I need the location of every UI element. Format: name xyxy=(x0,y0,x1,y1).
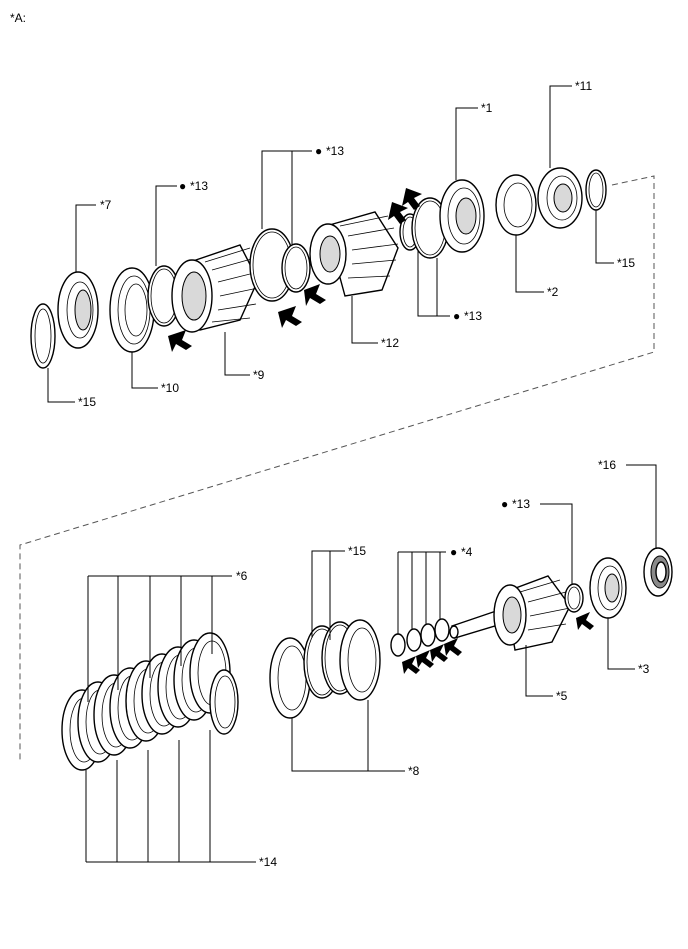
apply-arrow-icon xyxy=(444,638,462,656)
callout-5: *5 xyxy=(556,689,568,703)
callout-13-a: *13 xyxy=(190,179,208,193)
callout-14: *14 xyxy=(259,855,277,869)
callout-9: *9 xyxy=(253,368,265,382)
apply-arrow-icon xyxy=(402,188,422,210)
o-ring-13-f xyxy=(564,583,584,613)
callout-12: *12 xyxy=(381,336,399,350)
bearing-race-7 xyxy=(57,271,99,349)
callout-10: *10 xyxy=(161,381,179,395)
bearing-16 xyxy=(643,547,673,597)
callout-13-d: *13 xyxy=(512,497,530,511)
callout-6: *6 xyxy=(236,569,248,583)
bullet-13-d: ● xyxy=(501,497,508,511)
snap-ring-left xyxy=(30,303,56,369)
clutch-hub-12 xyxy=(309,211,399,297)
apply-arrow-icon xyxy=(388,202,408,224)
callout-4: *4 xyxy=(461,545,473,559)
callout-15-bottom: *15 xyxy=(348,544,366,558)
o-ring-13-c xyxy=(281,243,311,293)
leader-lines-top xyxy=(47,85,614,403)
apply-arrow-icon xyxy=(278,306,302,328)
callout-7: *7 xyxy=(100,198,112,212)
callout-11: *11 xyxy=(575,79,592,93)
clutch-disc-stack xyxy=(61,632,239,771)
flange-plate-8-left xyxy=(269,637,311,719)
bullet-4: ● xyxy=(450,545,457,559)
clutch-drum-9 xyxy=(171,244,259,333)
callout-15-right: *15 xyxy=(617,256,635,270)
bullet-13-c: ● xyxy=(453,309,460,323)
callout-2: *2 xyxy=(547,285,559,299)
clutch-hub-10 xyxy=(109,267,155,353)
bullet-13-a: ● xyxy=(179,179,186,193)
apply-arrow-icon xyxy=(402,656,420,674)
apply-arrow-icon xyxy=(304,284,326,306)
callout-13-b: *13 xyxy=(326,144,344,158)
apply-arrow-icon xyxy=(576,612,594,630)
row-connector-dashed xyxy=(19,175,655,760)
thrust-race-3 xyxy=(589,557,627,619)
view-label: *A: xyxy=(10,11,26,25)
callout-3: *3 xyxy=(638,662,650,676)
callout-16: *16 xyxy=(598,458,616,472)
input-shaft-5 xyxy=(449,575,571,651)
apply-arrow-icon xyxy=(416,650,434,668)
bullet-13-b: ● xyxy=(315,144,322,158)
callout-15-left: *15 xyxy=(78,395,96,409)
apply-arrow-icon xyxy=(430,644,448,662)
snap-ring-right xyxy=(585,169,607,211)
callout-1: *1 xyxy=(481,101,493,115)
leader-lines-bottom xyxy=(85,464,657,863)
apply-arrow-icon xyxy=(168,330,192,352)
seal-plate-11 xyxy=(537,167,583,229)
callout-8: *8 xyxy=(408,764,420,778)
callout-13-c: *13 xyxy=(464,309,482,323)
piston-1 xyxy=(439,179,485,253)
flange-plate-8-right xyxy=(339,619,381,701)
spring-retainer-2 xyxy=(495,174,537,236)
